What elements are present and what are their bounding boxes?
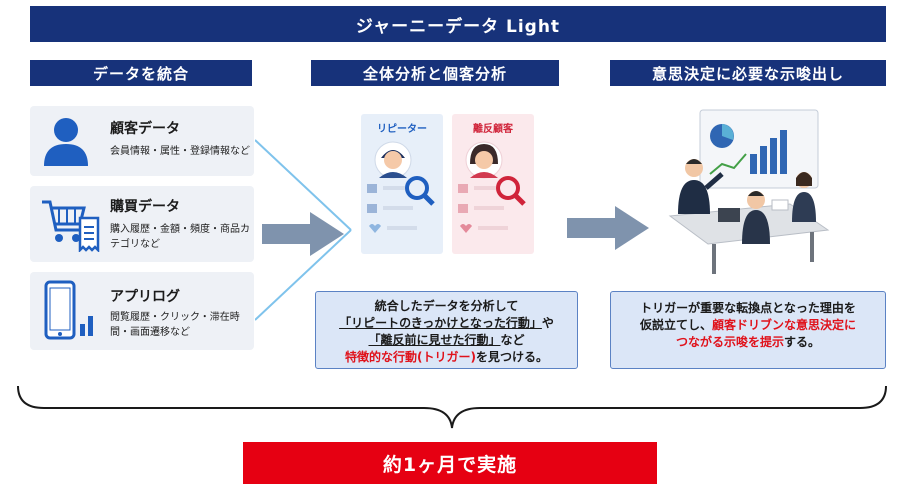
source-card-purchase: 購買データ 購入履歴・金額・頻度・商品カテゴリなど: [30, 186, 254, 262]
persona-label-repeater: リピーター: [377, 124, 427, 135]
decision-line-1: トリガーが重要な転換点となった理由を: [640, 301, 856, 315]
merge-connector: [255, 139, 352, 321]
duration-banner: 約1ヶ月で実施: [243, 442, 657, 484]
smartphone-chart-icon: [44, 280, 93, 340]
analysis-line-3: 「離反前に見せた行動」など: [316, 332, 577, 349]
source-desc-purchase: 購入履歴・金額・頻度・商品カテゴリなど: [110, 224, 250, 250]
column-header-decision-label: 意思決定に必要な示唆出し: [651, 64, 844, 83]
source-desc-customer: 会員情報・属性・登録情報など: [110, 146, 250, 157]
analysis-line-2: 「リピートのきっかけとなった行動」や: [316, 315, 577, 332]
column-header-integrate: データを統合: [30, 60, 252, 86]
column-header-analysis: 全体分析と個客分析: [311, 60, 559, 86]
decision-summary-box: トリガーが重要な転換点となった理由を 仮説立てし、顧客ドリブンな意思決定に つな…: [610, 291, 886, 369]
cart-receipt-icon: [42, 200, 100, 252]
analysis-line-4-suffix: を見つける。: [475, 350, 548, 364]
analysis-summary-box: 統合したデータを分析して 「リピートのきっかけとなった行動」や 「離反前に見せた…: [315, 291, 578, 369]
source-card-customer: 顧客データ 会員情報・属性・登録情報など: [30, 106, 254, 176]
source-card-applog: アプリログ 閲覧履歴・クリック・滞在時間・画面遷移など: [30, 272, 254, 350]
decision-line-2: 仮説立てし、顧客ドリブンな意思決定に: [611, 317, 885, 334]
persona-card-repeater: リピーター: [361, 114, 443, 254]
decision-insight-highlight: つながる示唆を提示: [675, 335, 784, 349]
decision-customer-driven: 顧客ドリブンな意思決定に: [712, 318, 857, 332]
decision-line-3: つながる示唆を提示する。: [611, 334, 885, 351]
decision-line-3-suffix: する。: [784, 335, 821, 349]
persona-card-churn: 離反顧客: [452, 114, 534, 254]
persona-label-churn: 離反顧客: [473, 124, 513, 135]
page-title: ジャーニーデータ Light: [355, 16, 561, 37]
analysis-line-4: 特徴的な行動(トリガー)を見つける。: [316, 349, 577, 366]
decision-line-2-prefix: 仮説立てし、: [639, 318, 712, 332]
column-header-integrate-label: データを統合: [92, 64, 189, 83]
analysis-line-2-suffix: や: [541, 316, 554, 330]
curly-brace: [17, 385, 887, 429]
person-icon: [44, 118, 88, 166]
analysis-line-3-suffix: など: [500, 333, 525, 347]
meeting-illustration: [668, 109, 830, 274]
analysis-line-1: 統合したデータを分析して: [374, 299, 519, 313]
arrow-right-icon: [567, 206, 649, 250]
duration-label: 約1ヶ月で実施: [382, 453, 518, 476]
column-header-analysis-label: 全体分析と個客分析: [362, 64, 507, 83]
source-title-applog: アプリログ: [110, 289, 180, 305]
source-title-purchase: 購買データ: [110, 199, 180, 215]
title-bar: ジャーニーデータ Light: [30, 6, 886, 42]
analysis-trigger-highlight: 特徴的な行動(トリガー): [345, 350, 476, 364]
analysis-churn-trigger: 「離反前に見せた行動」: [368, 333, 501, 347]
source-title-customer: 顧客データ: [110, 121, 180, 137]
source-desc-applog: 閲覧履歴・クリック・滞在時間・画面遷移など: [110, 312, 240, 338]
repeater-profile-icon: [367, 141, 435, 233]
arrow-right-icon: [262, 212, 344, 256]
analysis-repeat-trigger: 「リピートのきっかけとなった行動」: [339, 316, 542, 330]
column-header-decision: 意思決定に必要な示唆出し: [610, 60, 886, 86]
churn-profile-icon: [458, 141, 526, 233]
